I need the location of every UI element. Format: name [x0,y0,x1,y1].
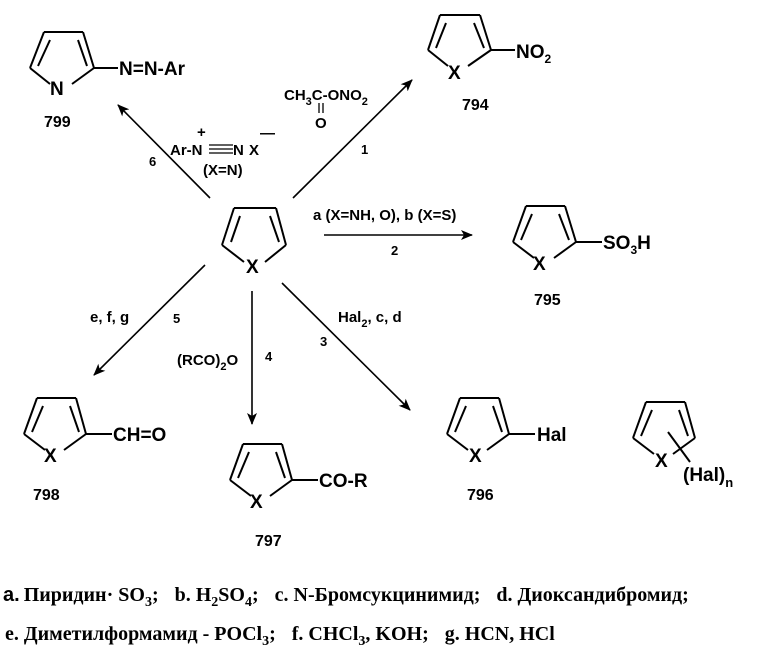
step-number-4: 4 [265,349,273,364]
arrow-3 [281,282,411,411]
reagent-1-formula: CH3C-ONO2 [284,87,368,108]
hetero-atom-polyhalide: X [655,451,668,472]
hetero-atom-794: X [448,63,461,84]
substituent-797: CO-R [319,471,368,492]
diazonium-ar-n: Ar-N [170,142,203,159]
product-799: N N=N-Ar 799 [29,31,186,131]
product-796: X Hal 796 [446,397,567,504]
substituent-794: NO2 [516,42,552,66]
product-794: X NO2 794 [427,14,552,114]
compound-number-797: 797 [255,533,282,550]
legend-line-2: e. Диметилформамид - POCl3;f. CHCl3, KOH… [5,623,555,649]
hetero-atom-798: X [44,446,57,467]
central-ring [221,207,287,263]
polyhalide-product: X (Hal)n [632,401,733,490]
product-795: X SO3H 795 [512,205,651,309]
reagent-3: Hal2, c, d [338,309,402,330]
hetero-atom-796: X [469,446,482,467]
substituent-polyhalide: (Hal)n [683,465,733,490]
reagent-6-condition: (X=N) [203,162,243,179]
arrow-1 [292,79,413,199]
arrow-5 [93,264,206,376]
step-number-1: 1 [361,142,368,157]
substituent-799: N=N-Ar [119,59,186,80]
reagent-6: + — Ar-N N X (X=N) 6 [149,124,275,179]
diazonium-plus: + [197,124,206,141]
substituent-798: CH=O [113,425,166,446]
hetero-atom-799: N [50,79,64,100]
compound-number-798: 798 [33,487,60,504]
hetero-atom-795: X [533,254,546,275]
reagent-4: (RCO)2O [177,352,238,373]
substituent-796: Hal [537,425,567,446]
central-hetero-atom: X [246,257,259,278]
compound-number-795: 795 [534,292,561,309]
counterion-minus: — [260,125,275,142]
step-number-3: 3 [320,334,327,349]
product-797: X CO-R 797 [229,443,368,550]
diazonium-counterion: X [249,142,259,159]
compound-number-796: 796 [467,487,494,504]
diazonium-n: N [233,142,244,159]
central-heterocycle: X [221,207,287,278]
compound-number-799: 799 [44,114,71,131]
step-number-5: 5 [173,311,180,326]
reagent-1: CH3C-ONO2 O 1 [284,87,368,157]
reagent-1-oxygen: O [315,115,327,132]
compound-number-794: 794 [462,97,489,114]
arrow-6 [117,104,211,199]
reagent-2: a (X=NH, O), b (X=S) [313,207,456,224]
step-number-6: 6 [149,154,156,169]
product-798: X CH=O 798 [23,397,166,504]
reagent-5: e, f, g [90,309,129,326]
reagent-legend: a.Пиридин· SO3;b.H2SO4;c. N-Бромсукциним… [3,584,689,649]
step-number-2: 2 [391,243,398,258]
legend-line-1: a.Пиридин· SO3;b.H2SO4;c. N-Бромсукциним… [3,584,689,610]
hetero-atom-797: X [250,492,263,513]
substituent-795: SO3H [603,233,651,257]
